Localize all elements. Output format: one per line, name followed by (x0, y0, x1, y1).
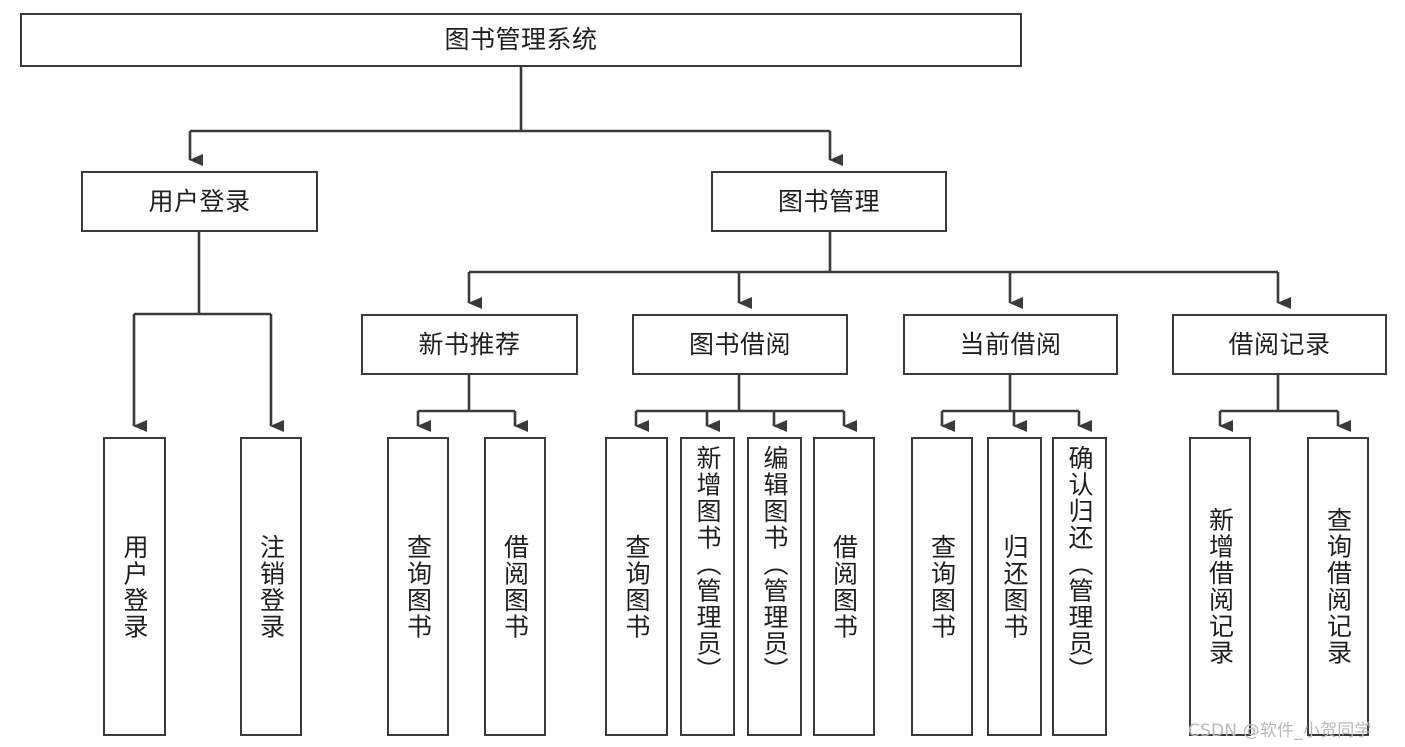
leaf-return-book[interactable]: 归还图书 (987, 437, 1042, 736)
node-label: 查询图书 (927, 533, 957, 640)
node-label: 归还图书 (1000, 533, 1029, 640)
leaf-add-borrow-record[interactable]: 新增借阅记录 (1189, 437, 1251, 736)
node-label: 新增图书（管理员） (693, 445, 722, 684)
leaf-add-book-admin[interactable]: 新增图书（管理员） (680, 437, 735, 736)
leaf-query-book[interactable]: 查询图书 (605, 437, 668, 736)
leaf-user-logout[interactable]: 注销登录 (240, 437, 302, 736)
node-book-management[interactable]: 图书管理 (711, 171, 947, 232)
leaf-edit-book-admin[interactable]: 编辑图书（管理员） (747, 437, 802, 736)
node-borrow-record[interactable]: 借阅记录 (1172, 314, 1387, 375)
leaf-query-borrow-record[interactable]: 查询借阅记录 (1307, 437, 1369, 736)
node-label: 查询图书 (622, 533, 651, 640)
leaf-borrow-book-recommend[interactable]: 借阅图书 (484, 437, 546, 736)
node-label: 借阅记录 (1228, 329, 1331, 359)
leaf-user-login[interactable]: 用户登录 (103, 437, 166, 736)
node-label: 新增借阅记录 (1205, 507, 1235, 666)
csdn-watermark: CSDN @软件_小贺同学 (1188, 721, 1372, 741)
node-label: 用户登录 (120, 533, 149, 640)
node-current-borrow[interactable]: 当前借阅 (903, 314, 1118, 375)
node-root-system[interactable]: 图书管理系统 (20, 13, 1022, 67)
node-label: 查询借阅记录 (1323, 507, 1353, 666)
node-label: 当前借阅 (959, 329, 1062, 359)
node-label: 编辑图书（管理员） (760, 445, 789, 684)
node-label: 确认归还（管理员） (1065, 445, 1094, 684)
leaf-query-book-current[interactable]: 查询图书 (911, 437, 973, 736)
node-label: 借阅图书 (829, 533, 859, 640)
node-label: 用户登录 (148, 186, 251, 216)
node-new-book-recommend[interactable]: 新书推荐 (361, 314, 578, 375)
node-book-borrow[interactable]: 图书借阅 (632, 314, 848, 375)
node-label: 图书管理 (777, 186, 880, 216)
node-label: 查询图书 (403, 533, 433, 640)
leaf-confirm-return-admin[interactable]: 确认归还（管理员） (1052, 437, 1107, 736)
node-user-login[interactable]: 用户登录 (81, 171, 318, 232)
node-label: 注销登录 (256, 533, 286, 640)
leaf-borrow-book[interactable]: 借阅图书 (813, 437, 875, 736)
node-label: 借阅图书 (500, 533, 530, 640)
leaf-query-book-recommend[interactable]: 查询图书 (387, 437, 449, 736)
node-label: 图书借阅 (688, 329, 791, 359)
node-label: 新书推荐 (418, 329, 521, 359)
node-label: 图书管理系统 (444, 25, 598, 55)
